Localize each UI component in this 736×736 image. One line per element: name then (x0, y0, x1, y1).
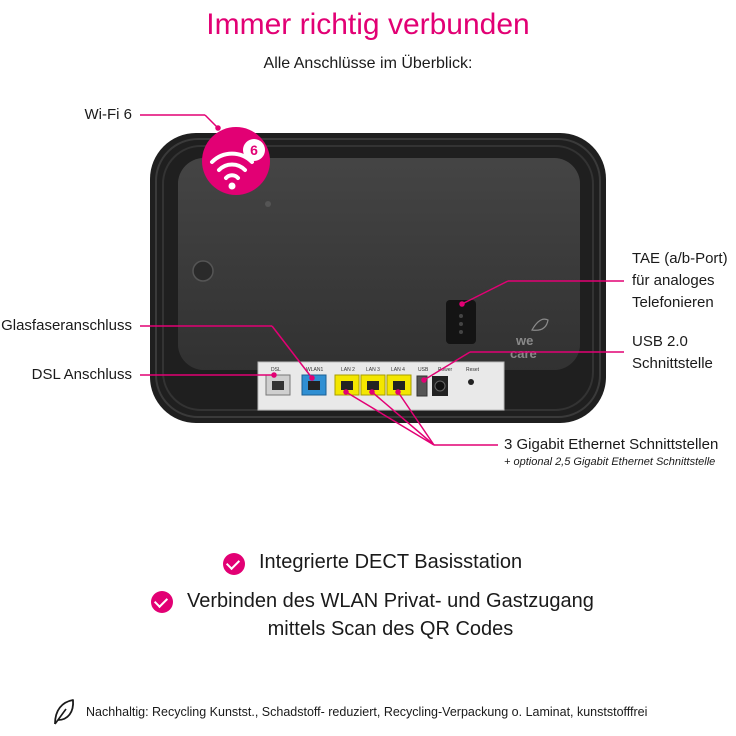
label-ethernet: 3 Gigabit Ethernet Schnittstellen + opti… (504, 434, 718, 468)
label-wifi: Wi-Fi 6 (84, 106, 133, 123)
router-round-button (192, 260, 214, 282)
port-label-lan2: LAN 2 (341, 367, 355, 373)
port-label-dsl: DSL (271, 367, 281, 373)
label-usb-line2: Schnittstelle (632, 355, 713, 372)
label-dsl: DSL Anschluss (31, 366, 132, 383)
label-glasfaser: Glasfaseranschluss (1, 317, 132, 334)
feature-wlan: Verbinden des WLAN Privat- und Gastzugan… (151, 589, 594, 643)
leaf-icon (54, 699, 74, 725)
feature-dect-text: Integrierte DECT Basisstation (259, 551, 523, 573)
sustainability-footer: Nachhaltig: Recycling Kunstst., Schadsto… (52, 698, 647, 726)
usb-port (416, 375, 428, 397)
port-label-reset: Reset (466, 367, 480, 373)
port-label-lan4: LAN 4 (391, 367, 405, 373)
label-tae-line3: Telefonieren (632, 294, 714, 311)
feature-dect: Integrierte DECT Basisstation (223, 551, 522, 575)
footer-text: Nachhaltig: Recycling Kunstst., Schadsto… (86, 705, 648, 719)
wecare-logo-line1: we (515, 333, 533, 348)
port-label-wlan1: WLAN1 (306, 367, 323, 373)
feature-wlan-line2: mittels Scan des QR Codes (267, 618, 514, 640)
label-tae: TAE (a/b-Port) für analoges Telefonieren (632, 248, 728, 314)
router-led (265, 201, 271, 207)
label-tae-line2: für analoges (632, 272, 715, 289)
router-bezel-ring (155, 138, 601, 418)
label-ethernet-sub: + optional 2,5 Gigabit Ethernet Schnitts… (504, 456, 716, 468)
leaf-icon (531, 318, 549, 331)
reset-button (468, 379, 474, 385)
label-usb: USB 2.0 Schnittstelle (632, 331, 713, 375)
label-tae-line1: TAE (a/b-Port) (632, 250, 728, 267)
port-label-lan3: LAN 3 (366, 367, 380, 373)
page-subtitle: Alle Anschlüsse im Überblick: (263, 55, 473, 72)
feature-wlan-line1: Verbinden des WLAN Privat- und Gastzugan… (187, 590, 594, 612)
check-icon (151, 591, 173, 613)
check-icon (223, 553, 245, 575)
port-label-usb: USB (418, 367, 429, 373)
port-label-power: Power (438, 367, 453, 373)
wifi6-badge-number: 6 (250, 142, 258, 158)
label-usb-line1: USB 2.0 (632, 333, 688, 350)
page-title: Immer richtig verbunden (206, 8, 530, 41)
label-ethernet-main: 3 Gigabit Ethernet Schnittstellen (504, 436, 719, 453)
router-illustration: we care DSL WLAN1 LAN 2 LAN 3 LAN 4 USB … (140, 114, 624, 446)
wecare-logo-line2: care (510, 346, 537, 361)
